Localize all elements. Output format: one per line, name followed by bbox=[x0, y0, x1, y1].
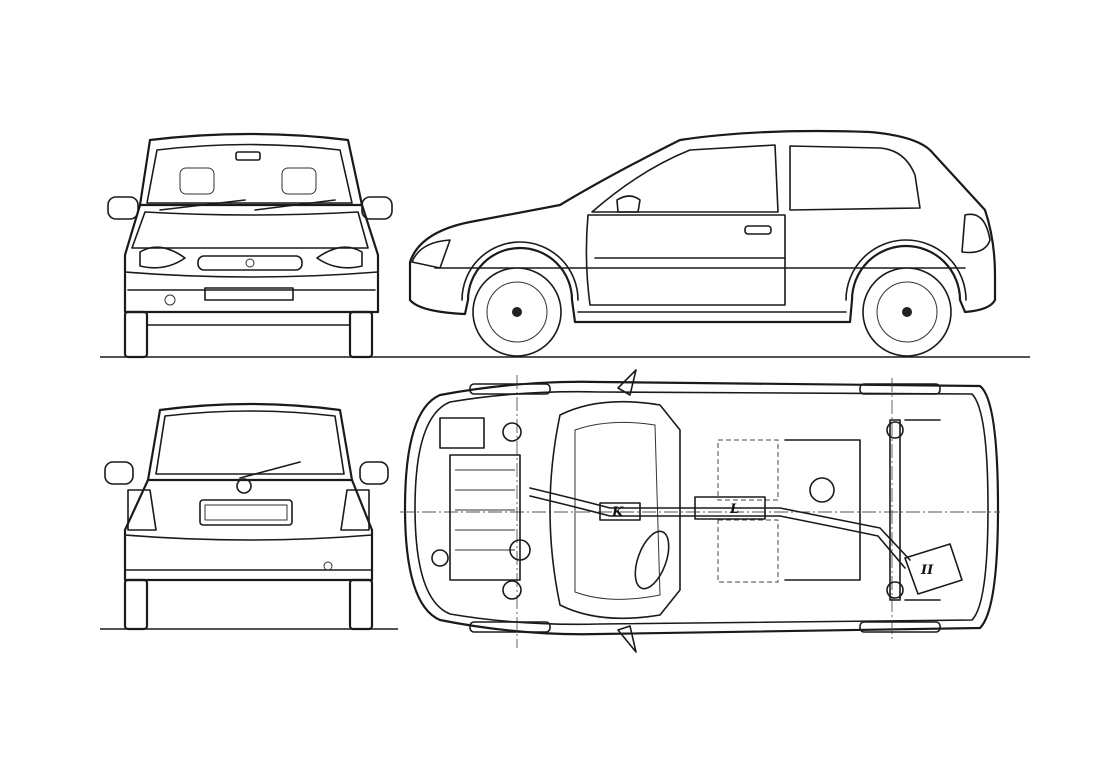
rear-view bbox=[104, 402, 389, 631]
callout-l: L bbox=[729, 502, 739, 517]
callout-k: K bbox=[611, 505, 624, 520]
front-view bbox=[107, 132, 393, 359]
underside-view bbox=[400, 369, 1000, 653]
callout-ii: II bbox=[920, 563, 934, 578]
side-view bbox=[408, 129, 997, 357]
